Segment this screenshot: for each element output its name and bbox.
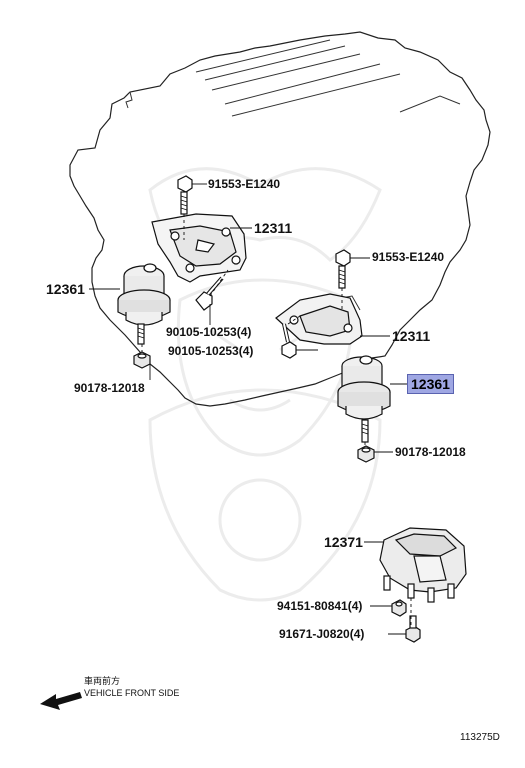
label-91671-J0820: 91671-J0820(4) — [279, 627, 365, 641]
label-12361-left: 12361 — [46, 281, 85, 297]
bolt-90105-left-shape — [195, 276, 224, 311]
vehicle-front-arrow-icon — [40, 692, 82, 710]
bracket-12311-right-shape — [275, 293, 363, 345]
nut-90178-left-shape — [133, 351, 151, 369]
label-90178-12018-right: 90178-12018 — [395, 445, 466, 459]
label-12371: 12371 — [324, 534, 363, 550]
label-12311-left: 12311 — [254, 220, 293, 236]
label-94151-80841: 94151-80841(4) — [277, 599, 363, 613]
label-91553-E1240-right: 91553-E1240 — [372, 250, 445, 264]
leader-lines — [89, 183, 408, 635]
bolt-91553-right-shape — [335, 249, 351, 289]
label-90105-10253-right: 90105-10253(4) — [168, 344, 254, 358]
front-note-japanese: 車両前方 — [84, 676, 121, 686]
bolt-90105-right-shape — [281, 323, 297, 359]
diagram-number: 113275D — [460, 732, 500, 743]
label-12361-right-highlighted[interactable]: 12361 — [407, 374, 454, 394]
rear-mount-12371-shape — [379, 527, 467, 603]
label-90105-10253-left: 90105-10253(4) — [166, 325, 252, 339]
engine-outline — [69, 31, 491, 407]
label-91553-E1240-left: 91553-E1240 — [208, 177, 281, 191]
insulator-12361-right-shape — [337, 355, 391, 443]
label-12311-right: 12311 — [392, 328, 431, 344]
bolt-91553-left-shape — [177, 175, 193, 215]
bolt-91671-shape — [405, 615, 421, 643]
insulator-12361-left-shape — [117, 263, 171, 345]
engine-detail-lines — [125, 39, 461, 311]
front-note-english: VEHICLE FRONT SIDE — [84, 688, 180, 698]
nut-94151-shape — [391, 599, 407, 617]
label-90178-12018-left: 90178-12018 — [74, 381, 145, 395]
alignment-dashed-lines — [141, 214, 412, 626]
nut-90178-right-shape — [357, 445, 375, 463]
bracket-12311-left-shape — [151, 213, 247, 283]
